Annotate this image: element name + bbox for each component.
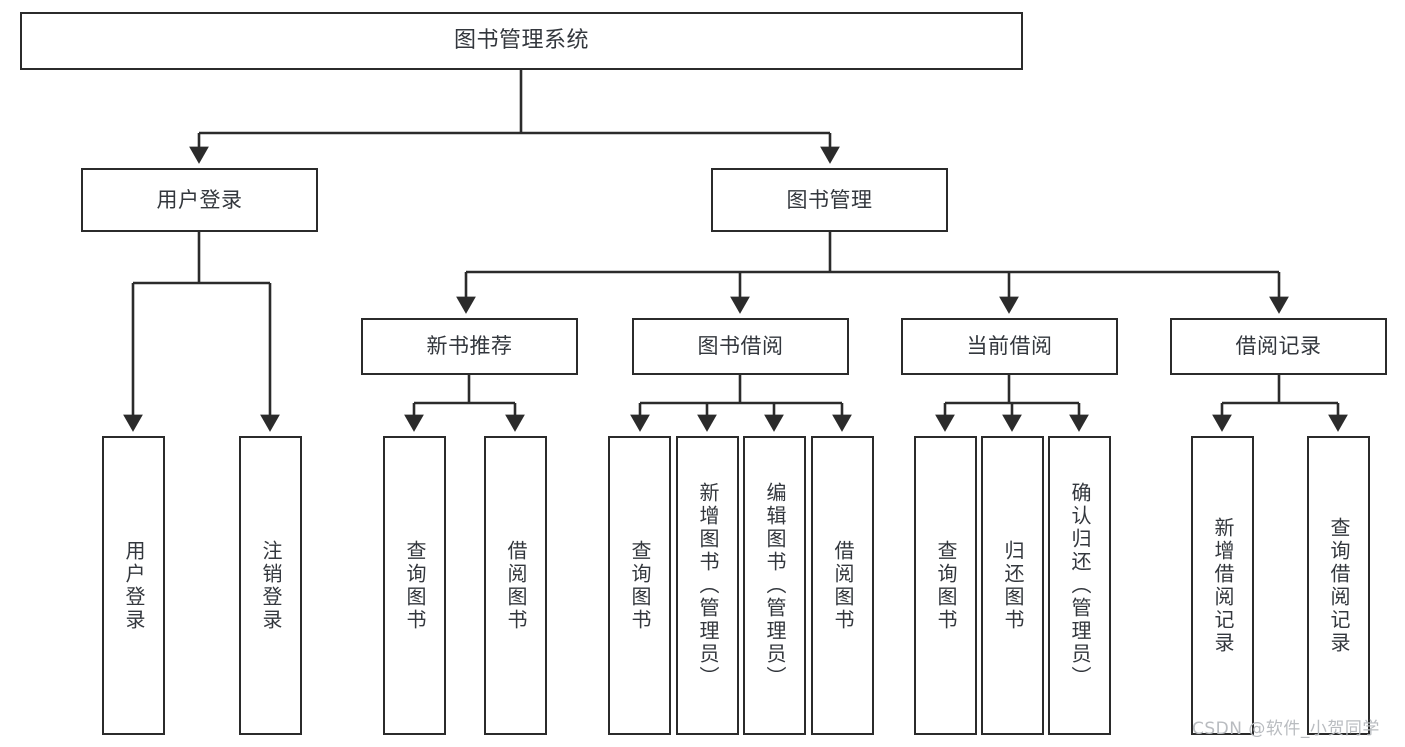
- node-borrowing-records[interactable]: 借阅记录: [1170, 318, 1387, 375]
- node-root-book-management-system[interactable]: 图书管理系统: [20, 12, 1023, 70]
- node-label: 新书推荐: [426, 334, 513, 359]
- node-label: 图书管理: [786, 187, 873, 212]
- node-book-management[interactable]: 图书管理: [711, 168, 948, 232]
- leaf-logout-login[interactable]: 注销登录: [239, 436, 302, 735]
- node-label: 借阅图书: [504, 539, 528, 632]
- node-label: 归还图书: [1001, 539, 1025, 632]
- node-current-borrowing[interactable]: 当前借阅: [901, 318, 1118, 375]
- node-label: 查询图书: [403, 539, 427, 632]
- csdn-watermark: CSDN @软件_小贺同学: [1192, 719, 1380, 739]
- node-label: 注销登录: [259, 539, 283, 632]
- node-label: 图书管理系统: [453, 28, 589, 54]
- leaf-query-book-borrowing[interactable]: 查询图书: [608, 436, 671, 735]
- node-label: 用户登录: [156, 187, 243, 212]
- leaf-query-book-current[interactable]: 查询图书: [914, 436, 977, 735]
- node-user-login[interactable]: 用户登录: [81, 168, 318, 232]
- node-label: 图书借阅: [697, 334, 784, 359]
- node-label: 当前借阅: [966, 334, 1053, 359]
- node-label: 新增借阅记录: [1211, 516, 1235, 655]
- node-label: 用户登录: [122, 539, 146, 632]
- leaf-confirm-return-admin[interactable]: 确认归还（管理员）: [1048, 436, 1111, 735]
- node-label: 编辑图书（管理员）: [763, 482, 787, 689]
- node-label: 借阅记录: [1235, 334, 1322, 359]
- node-label: 新增图书（管理员）: [696, 482, 720, 689]
- node-label: 查询借阅记录: [1327, 516, 1351, 655]
- node-book-borrowing[interactable]: 图书借阅: [632, 318, 849, 375]
- leaf-add-borrow-record[interactable]: 新增借阅记录: [1191, 436, 1254, 735]
- node-label: 查询图书: [628, 539, 652, 632]
- node-new-book-recommendation[interactable]: 新书推荐: [361, 318, 578, 375]
- leaf-borrow-book-recommendation[interactable]: 借阅图书: [484, 436, 547, 735]
- node-label: 确认归还（管理员）: [1068, 482, 1092, 689]
- node-label: 查询图书: [934, 539, 958, 632]
- leaf-return-book[interactable]: 归还图书: [981, 436, 1044, 735]
- leaf-query-book-recommendation[interactable]: 查询图书: [383, 436, 446, 735]
- leaf-user-login[interactable]: 用户登录: [102, 436, 165, 735]
- leaf-query-borrow-record[interactable]: 查询借阅记录: [1307, 436, 1370, 735]
- leaf-borrow-book-borrowing[interactable]: 借阅图书: [811, 436, 874, 735]
- node-label: 借阅图书: [831, 539, 855, 632]
- leaf-edit-book-admin[interactable]: 编辑图书（管理员）: [743, 436, 806, 735]
- leaf-add-book-admin[interactable]: 新增图书（管理员）: [676, 436, 739, 735]
